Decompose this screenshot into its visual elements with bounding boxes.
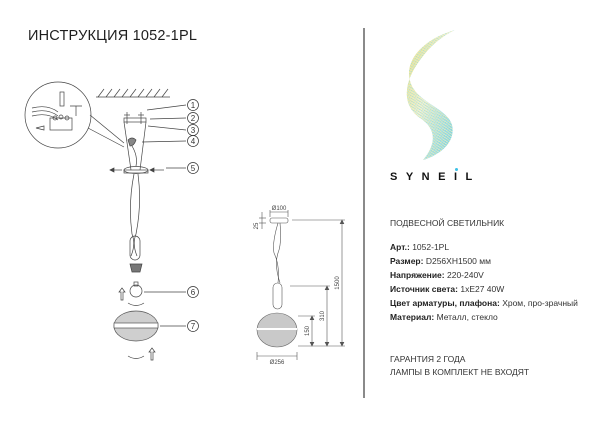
svg-text:7: 7 (191, 322, 196, 331)
rotate-arrow-icon (127, 355, 145, 359)
insert-arrow-icon (118, 287, 126, 301)
assembly-diagram (24, 81, 187, 361)
chain-link-icon (129, 235, 141, 261)
light-bulb-icon (129, 284, 143, 298)
wire-connector-icon (127, 137, 137, 147)
dimension-drawing (256, 210, 345, 360)
terminal-block-detail-icon (24, 81, 125, 149)
lamps-note: ЛАМПЫ В КОМПЛЕКТ НЕ ВХОДЯТ (390, 367, 530, 377)
warranty-note: ГАРАНТИЯ 2 ГОДА (390, 354, 466, 364)
canopy-height-label: 25 (254, 222, 260, 229)
shade-diameter-label: Ø256 (270, 360, 285, 366)
spec-voltage: Напряжение: 220-240V (390, 270, 484, 280)
spec-article: Арт.: 1052-1PL (390, 242, 450, 252)
suspension-cord-icon (130, 173, 135, 257)
svg-text:5: 5 (191, 164, 196, 173)
cord-outline (273, 222, 279, 284)
shade-height-label: 150 (305, 325, 311, 336)
svg-text:6: 6 (191, 288, 196, 297)
svg-text:3: 3 (191, 126, 196, 135)
spec-size: Размер: D256XH1500 мм (390, 256, 491, 266)
spec-color: Цвет арматуры, плафона: Хром, про-зрачны… (390, 298, 578, 308)
lamp-holder-icon (129, 263, 143, 273)
shade-to-link-label: 310 (320, 310, 326, 321)
link-outline (272, 282, 283, 310)
brand-dot (454, 168, 458, 171)
callout-3: 3 (187, 124, 199, 136)
callout-5: 5 (187, 162, 199, 174)
total-height-label: 1500 (335, 276, 341, 290)
spec-material: Материал: Металл, стекло (390, 312, 498, 322)
vertical-divider (363, 28, 365, 398)
svg-text:4: 4 (191, 137, 196, 146)
ceiling-hatch-icon (96, 88, 170, 98)
mounting-bracket-icon (123, 117, 147, 123)
spec-light-source: Источник света: 1xE27 40W (390, 284, 505, 294)
svg-text:2: 2 (191, 114, 196, 123)
product-type: ПОДВЕСНОЙ СВЕТИЛЬНИК (390, 218, 505, 228)
canopy-diameter-label: Ø100 (272, 206, 287, 212)
canopy-outline (269, 217, 289, 224)
attach-arrow-icon (148, 347, 156, 361)
notes: ГАРАНТИЯ 2 ГОДА ЛАМПЫ В КОМПЛЕКТ НЕ ВХОД… (390, 353, 529, 379)
callout-6: 6 (187, 286, 199, 298)
callout-7: 7 (187, 320, 199, 332)
svg-text:1: 1 (191, 101, 196, 110)
specs-list: Арт.: 1052-1PL Размер: D256XH1500 мм Нап… (390, 240, 590, 324)
document-title: ИНСТРУКЦИЯ 1052-1PL (28, 28, 198, 44)
mesh-shade-icon (113, 310, 159, 342)
syneil-logo-icon (406, 30, 455, 160)
rotate-arrow-icon (127, 302, 145, 306)
callout-2: 2 (187, 112, 199, 124)
callout-1: 1 (187, 99, 199, 111)
callout-4: 4 (187, 135, 199, 147)
